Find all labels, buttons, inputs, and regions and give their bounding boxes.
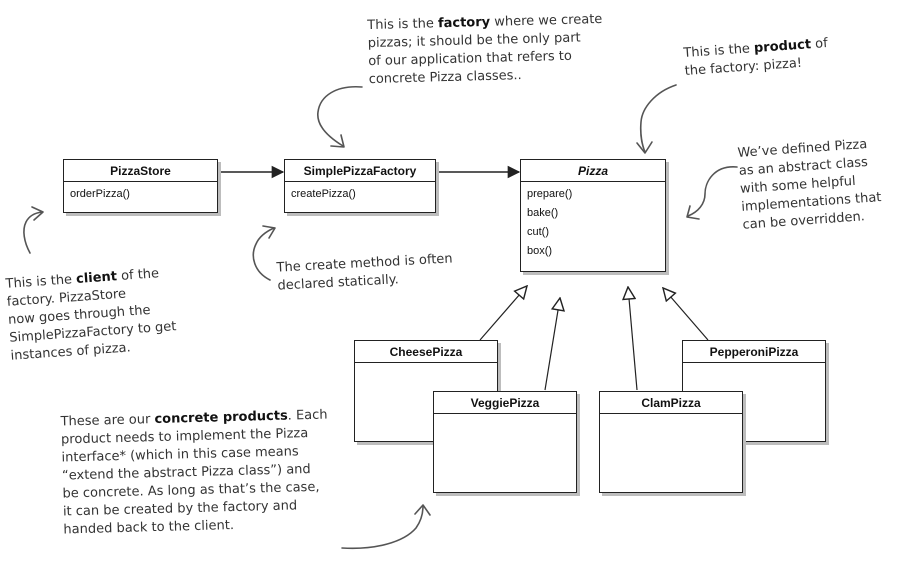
class-veggiepizza[interactable]: VeggiePizza (433, 391, 577, 493)
note-text: This is the (367, 16, 439, 34)
client-note-pointer-arrow (23, 206, 44, 254)
note-text: where we create (489, 11, 603, 30)
note-text: of our application that refers to (368, 48, 573, 70)
method-cut: cut() (527, 226, 549, 238)
product-note-pointer-arrow (636, 84, 677, 154)
note-emphasis: factory (437, 14, 491, 32)
note-text: concrete Pizza classes.. (368, 68, 522, 88)
concrete-note-pointer-arrow (341, 504, 431, 550)
class-pizza[interactable]: Pizza prepare() bake() cut() box() (520, 159, 666, 272)
veggie-inherits-pizza-arrow (544, 298, 560, 391)
method-list: createPizza() (285, 182, 435, 207)
note-text: These are our (60, 412, 155, 430)
method-box: box() (527, 245, 553, 257)
method-list: prepare() bake() cut() box() (521, 182, 665, 264)
note-text: of the (116, 266, 160, 285)
abstract-note-pointer-arrow (686, 166, 738, 220)
class-name: VeggiePizza (434, 392, 576, 414)
class-clampizza[interactable]: ClamPizza (599, 391, 743, 493)
method-orderpizza: orderPizza() (70, 188, 130, 200)
class-name: SimplePizzaFactory (285, 160, 435, 182)
note-text: handed back to the client. (63, 518, 235, 538)
class-name: Pizza (521, 160, 665, 182)
note-emphasis: concrete products (154, 408, 288, 428)
class-name: CheesePizza (355, 341, 497, 363)
note-emphasis: product (753, 37, 812, 57)
class-pizzastore[interactable]: PizzaStore orderPizza() (63, 159, 218, 213)
note-text: . Each (287, 407, 328, 424)
method-createpizza: createPizza() (291, 188, 356, 200)
create-note-pointer-arrow (252, 225, 276, 281)
class-name: PepperoniPizza (683, 341, 825, 363)
class-name: ClamPizza (600, 392, 742, 414)
clam-inherits-pizza-arrow (628, 287, 638, 391)
method-bake: bake() (527, 207, 559, 219)
cheese-inherits-pizza-arrow (479, 286, 527, 341)
method-prepare: prepare() (527, 188, 573, 200)
note-text: of (810, 36, 829, 53)
pepperoni-inherits-pizza-arrow (663, 288, 709, 341)
method-list: orderPizza() (64, 182, 217, 207)
class-name: PizzaStore (64, 160, 217, 182)
note-emphasis: client (75, 269, 118, 287)
class-simplepizzafactory[interactable]: SimplePizzaFactory createPizza() (284, 159, 436, 213)
factory-note-pointer-arrow (317, 86, 363, 148)
